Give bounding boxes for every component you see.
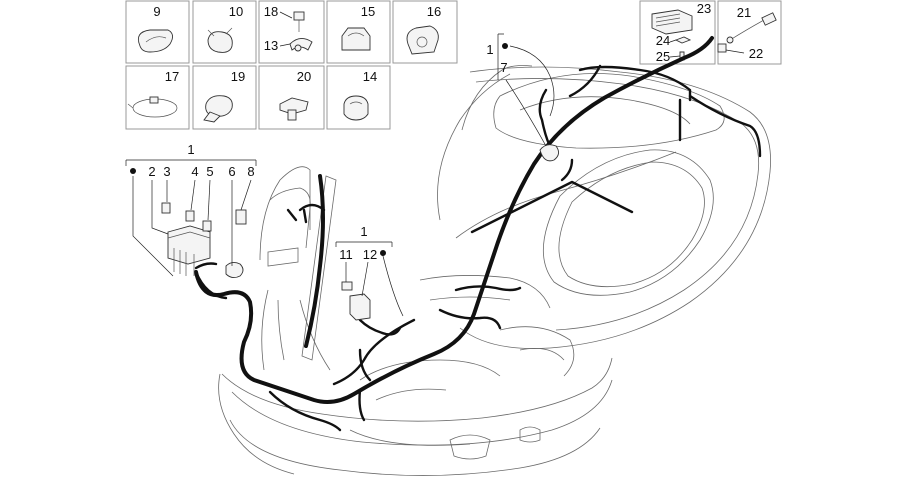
callout-2: 2 [148, 164, 155, 179]
callout-3: 3 [163, 164, 170, 179]
callout-5: 5 [206, 164, 213, 179]
label-22: 22 [749, 46, 763, 61]
parts-cell-16: 16 [392, 0, 458, 64]
bracket-clip-icon [343, 95, 369, 121]
callout-4: 4 [191, 164, 198, 179]
label-23: 23 [697, 1, 711, 16]
parts-cell-9: 9 [125, 0, 190, 64]
cable-holder-icon [341, 27, 371, 51]
parts-cell-10: 10 [192, 0, 257, 64]
parts-cell-14: 14 [326, 65, 391, 130]
callout-mid-group: 1 11 12 [335, 224, 404, 317]
parts-cell-23-24-25: 23 24 25 [639, 0, 716, 65]
voltage-regulator-icon [651, 9, 693, 61]
connector-12-part [349, 293, 371, 321]
connector-11-part [341, 281, 353, 291]
wiring-harness [194, 36, 762, 432]
parts-cell-19: 19 [192, 65, 257, 130]
callout-1-top: 1 [486, 42, 493, 57]
label-18: 18 [264, 4, 278, 19]
parts-cell-21-22: 21 22 [717, 0, 782, 65]
callout-dot-top [502, 43, 508, 49]
callout-dot-mid [380, 250, 386, 256]
label-25: 25 [656, 49, 670, 64]
label-24: 24 [656, 33, 670, 48]
clip-6-part [225, 261, 244, 279]
clip-mount-icon [279, 97, 309, 121]
callout-1-mid: 1 [360, 224, 367, 239]
label-10: 10 [229, 4, 243, 19]
parts-cell-15: 15 [326, 0, 391, 64]
connector-holder-icon [406, 25, 439, 55]
hose-clip-icon [207, 27, 233, 53]
callout-12: 12 [363, 247, 377, 262]
label-20: 20 [297, 69, 311, 84]
parts-cell-17: 17 [125, 65, 190, 130]
label-13: 13 [264, 38, 278, 53]
parts-cell-18-13: 18 13 [258, 0, 325, 64]
strap-clamp-icon [203, 95, 233, 123]
label-17: 17 [165, 69, 179, 84]
callout-1-left: 1 [187, 142, 194, 157]
callout-top-group: 1 7 [486, 33, 555, 147]
label-16: 16 [427, 4, 441, 19]
callout-11: 11 [339, 247, 353, 262]
callout-8: 8 [247, 164, 254, 179]
connector-8-part [235, 209, 247, 225]
callout-dot-left [130, 168, 136, 174]
label-14: 14 [363, 69, 377, 84]
callout-left-group: 1 2 3 4 5 6 8 [125, 142, 257, 277]
scooter-body-outline [218, 65, 771, 476]
label-15: 15 [361, 4, 375, 19]
fuse-parts [161, 202, 212, 232]
sensor-cable-icon [717, 12, 777, 54]
label-19: 19 [231, 69, 245, 84]
label-9: 9 [153, 4, 160, 19]
parts-cell-20: 20 [258, 65, 325, 130]
callout-6: 6 [228, 164, 235, 179]
clamp-part-icon [137, 29, 173, 53]
clip-7-part [539, 144, 559, 162]
callout-7: 7 [500, 60, 507, 75]
cable-tie-icon [127, 96, 178, 118]
label-21: 21 [737, 5, 751, 20]
bolt-and-bracket-icon [279, 11, 313, 52]
relay-box-part [167, 225, 211, 276]
